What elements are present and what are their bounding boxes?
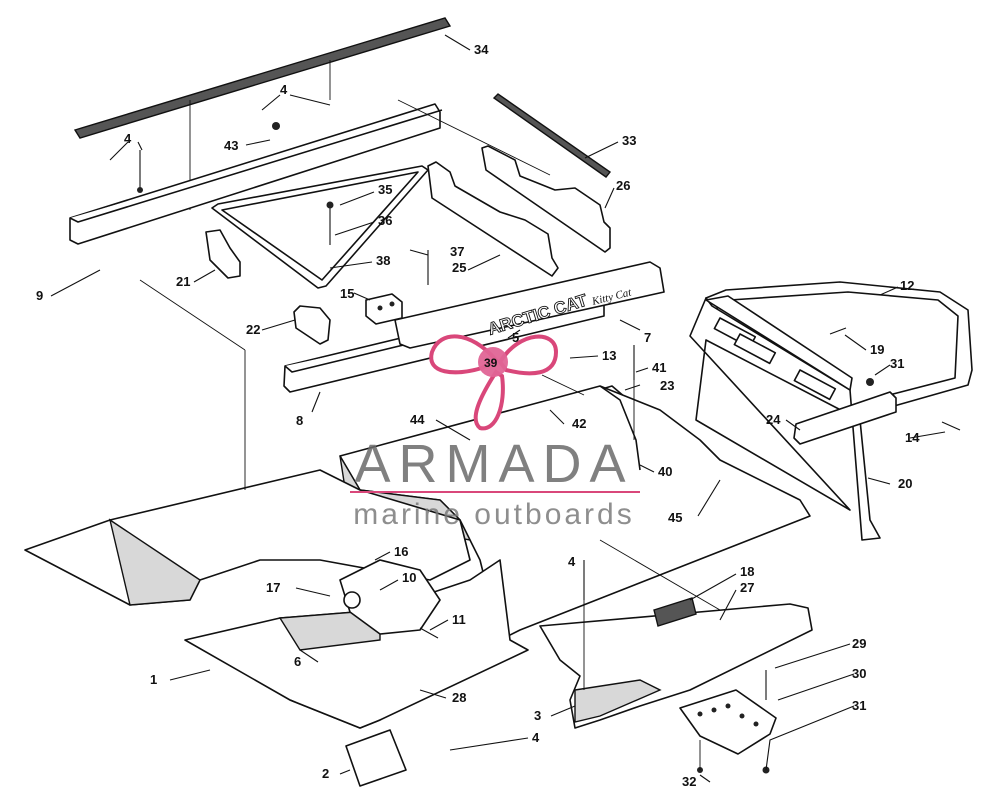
callout-28: 28 [452,690,466,705]
part-bracket-22 [293,305,331,345]
part-hood-panel-7: ARCTIC CAT Kitty Cat [394,261,665,349]
part-support-frame [211,165,429,289]
callout-39: 39 [484,356,498,370]
callout-4-bottom: 4 [532,730,540,745]
callout-3: 3 [534,708,541,723]
part-trim-rail-34 [73,17,452,210]
part-crossbar-24 [793,391,897,445]
callout-4-left: 4 [124,131,132,146]
callout-18: 18 [740,564,754,579]
callout-31-upper: 31 [890,356,904,371]
part-center-bracket-10-16-17 [339,559,441,635]
callout-43: 43 [224,138,238,153]
callout-36: 36 [378,213,392,228]
callout-20: 20 [898,476,912,491]
callout-37: 37 [450,244,464,259]
part-plate-2 [345,729,407,787]
callout-24: 24 [766,412,781,427]
callout-30: 30 [852,666,866,681]
part-angle-bracket-9 [69,103,443,245]
callout-21: 21 [176,274,190,289]
callout-42: 42 [572,416,586,431]
part-running-board-3-27 [539,603,813,729]
callout-8: 8 [296,413,303,428]
callout-labels: 34 4 4 43 33 26 35 36 37 38 25 9 21 12 1… [36,42,920,789]
callout-16: 16 [394,544,408,559]
callout-15: 15 [340,286,354,301]
callout-2: 2 [322,766,329,781]
leader-lines [50,34,946,783]
callout-40: 40 [658,464,672,479]
part-reflector-18 [653,597,697,627]
watermark-subtitle: marine outboards [353,498,634,531]
callout-12: 12 [900,278,914,293]
watermark-title: ARMADA [354,434,633,494]
part-rear-frame-12-20 [689,281,973,541]
callout-19: 19 [870,342,884,357]
callout-17: 17 [266,580,280,595]
part-side-panel-26 [481,145,611,253]
alignment-lines [139,99,721,770]
callout-1: 1 [150,672,157,687]
part-footrest-1-28 [184,559,529,729]
part-trim-rail-33 [492,93,612,178]
callout-44: 44 [410,412,425,427]
part-left-platform [24,469,471,606]
callout-4-mid: 4 [568,554,576,569]
callout-11: 11 [452,612,466,627]
callout-38: 38 [376,253,390,268]
part-step-block-30 [679,689,777,755]
armada-watermark: ARMADA marine outboards [350,334,640,531]
callout-26: 26 [616,178,630,193]
callout-35: 35 [378,182,392,197]
callout-9: 9 [36,288,43,303]
part-side-panel-25 [427,161,559,277]
callout-23: 23 [660,378,674,393]
callout-41: 41 [652,360,666,375]
callout-4-top: 4 [280,82,288,97]
callout-25: 25 [452,260,466,275]
callout-45: 45 [668,510,682,525]
callout-7: 7 [644,330,651,345]
callout-34: 34 [474,42,489,57]
fasteners [137,122,961,774]
callout-10: 10 [402,570,416,585]
callout-31-lower: 31 [852,698,866,713]
callout-13: 13 [602,348,616,363]
callout-6: 6 [294,654,301,669]
callout-14: 14 [905,430,920,445]
callout-33: 33 [622,133,636,148]
callout-32: 32 [682,774,696,789]
callout-22: 22 [246,322,260,337]
propeller-logo-icon [429,334,559,431]
callout-29: 29 [852,636,866,651]
parts-illustration: ARCTIC CAT Kitty Cat [24,17,973,787]
callout-27: 27 [740,580,754,595]
watermark-callout-circle [478,347,508,377]
callout-5: 5 [512,330,519,345]
part-bracket-21 [205,229,241,279]
